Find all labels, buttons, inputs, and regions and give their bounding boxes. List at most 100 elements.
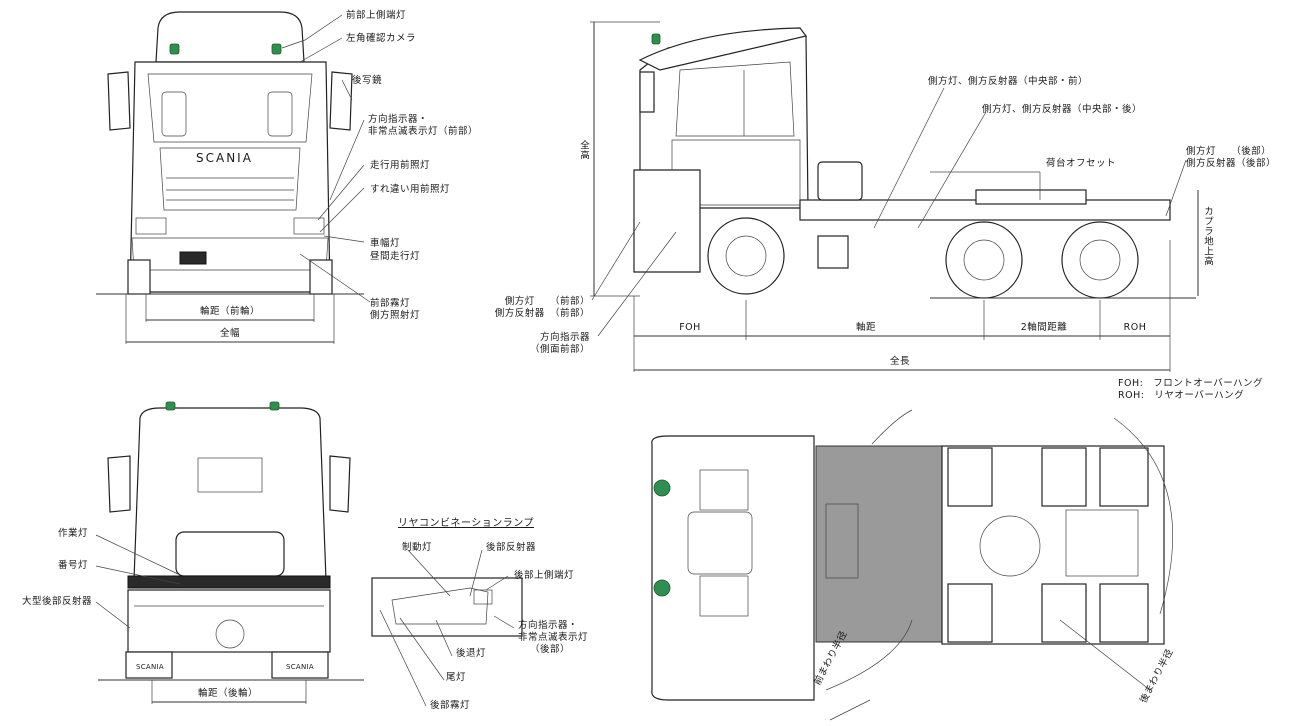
front-plate [179,251,207,265]
top-rear-tire-2 [1041,447,1087,507]
label-rear-upper-marker: 後部上側端灯 [514,570,575,581]
label-deck-offset: 荷台オフセット [1046,158,1117,169]
top-rear-tire-3 [1099,447,1149,507]
rear-top-lamp-left [165,401,176,411]
top-fifth-wheel [979,515,1041,577]
top-lamp-left [653,479,671,497]
front-tire-right [309,259,333,295]
front-tire-left [127,259,151,295]
top-rear-frame [1065,509,1139,577]
label-work-lamp: 作業灯 [58,528,89,539]
legend-foh: FOH: フロントオーバーハング [1118,378,1264,389]
front-windscreen [147,73,313,143]
rear-mudflap-right [271,651,329,679]
label-side-turn-signal: 方向指示器 [539,332,590,343]
rear-mudflap-text-right: SCANIA [285,663,314,671]
side-mirror [639,71,655,113]
rear-coupling [215,619,245,649]
top-cargo-hatch [825,503,859,579]
label-brake-lamp: 制動灯 [402,542,433,553]
top-lamp-right [653,579,671,597]
top-view [651,409,1174,721]
rear-tank [175,531,285,577]
label-overall-width: 全幅 [219,328,240,339]
top-seat-right [699,575,749,617]
label-mirror: 後写鏡 [352,75,383,86]
label-rear-hazard: 非常点滅表示灯 [518,632,589,643]
side-air-tank [817,161,863,201]
label-side-front-reflector: 側方反射器 （前部） [494,308,590,319]
top-rear-tire-6 [1099,583,1149,643]
label-side-front-position: （側面前部） [529,344,590,355]
label-roh: ROH [1123,322,1147,333]
rcl-housing [371,577,523,637]
label-side-mid-rear: 側方灯、側方反射器（中央部・後） [982,104,1143,115]
rear-window [197,457,263,493]
label-large-rear-reflector: 大型後部反射器 [22,596,93,607]
top-cab [651,435,815,701]
label-overall-height: 全高 [578,140,589,160]
rear-mudflap-text-left: SCANIA [135,663,164,671]
rear-mudflap-left [125,651,173,679]
label-overall-length: 全長 [889,356,910,367]
label-plate-lamp: 番号灯 [58,560,89,571]
front-mirror-right [329,71,353,131]
front-top-lamp-left [169,43,180,55]
top-rear-tire-4 [947,583,993,643]
label-rear-turn: 方向指示器・ [518,620,579,631]
front-mirror-left [107,71,131,131]
label-rear-position: （後部） [530,644,571,655]
side-view [590,21,1199,372]
label-side-rear-lamp: 側方灯 （後部） [1186,146,1272,157]
legend-roh: ROH: リヤオーバーハング [1118,390,1245,401]
label-hazard-front: 非常点滅表示灯（前部） [368,126,479,137]
label-side-mid-front: 側方灯、側方反射器（中央部・前） [928,76,1089,87]
front-grille [159,147,301,211]
label-high-beam: 走行用前照灯 [370,160,431,171]
label-width-lamp: 車幅灯 [370,238,401,249]
label-reverse-lamp: 後退灯 [456,648,487,659]
front-seat-left [161,91,187,137]
front-brand-logo: SCANIA [196,151,253,165]
label-wheelbase: 軸距 [855,322,876,333]
front-view [96,11,371,344]
label-front-fog: 前部霧灯 [370,298,411,309]
label-drl: 昼間走行灯 [370,251,421,262]
label-coupler-height: カプラ地上高 [1202,206,1213,266]
label-axle-distance: 2軸間距離 [1020,322,1068,333]
label-tail-lamp: 尾灯 [446,672,467,683]
side-rear-wheel-1 [945,221,1023,299]
label-rear-reflector: 後部反射器 [486,542,537,553]
top-bunk [687,511,753,575]
front-top-lamp-right [271,43,282,55]
side-front-wheel [707,217,785,295]
rear-view [95,401,364,704]
rear-combination-lamp [371,549,523,707]
label-turn-signal: 方向指示器・ [368,114,429,125]
top-rear-tire-1 [947,447,993,507]
side-window [675,61,795,137]
front-roof-deflector [155,11,305,63]
rear-top-lamp-right [269,401,280,411]
front-headlight-right [293,217,325,235]
side-fuel-tank [817,235,849,269]
rear-chassis [127,589,331,653]
label-rear-tread: 輪距（後輪） [197,688,258,699]
top-cargo-area [815,445,943,643]
side-roof [638,27,808,71]
rcl-title: リヤコンビネーションランプ [398,518,534,529]
rear-bumper-bar [127,575,331,589]
front-cab [129,61,331,293]
label-front-upper-marker: 前部上側端灯 [346,10,407,21]
top-rear-tire-5 [1041,583,1087,643]
label-side-rear-reflector: 側方反射器（後部） [1186,158,1277,169]
side-rear-wheel-2 [1061,221,1139,299]
label-rear-fog: 後部霧灯 [430,700,471,711]
side-fifth-wheel [975,189,1087,205]
label-side-illum: 側方照射灯 [370,310,421,321]
label-side-front-lamp: 側方灯 （前部） [504,296,590,307]
label-low-beam: すれ違い用前照灯 [370,184,451,195]
front-seat-right [267,91,293,137]
front-headlight-left [135,217,167,235]
